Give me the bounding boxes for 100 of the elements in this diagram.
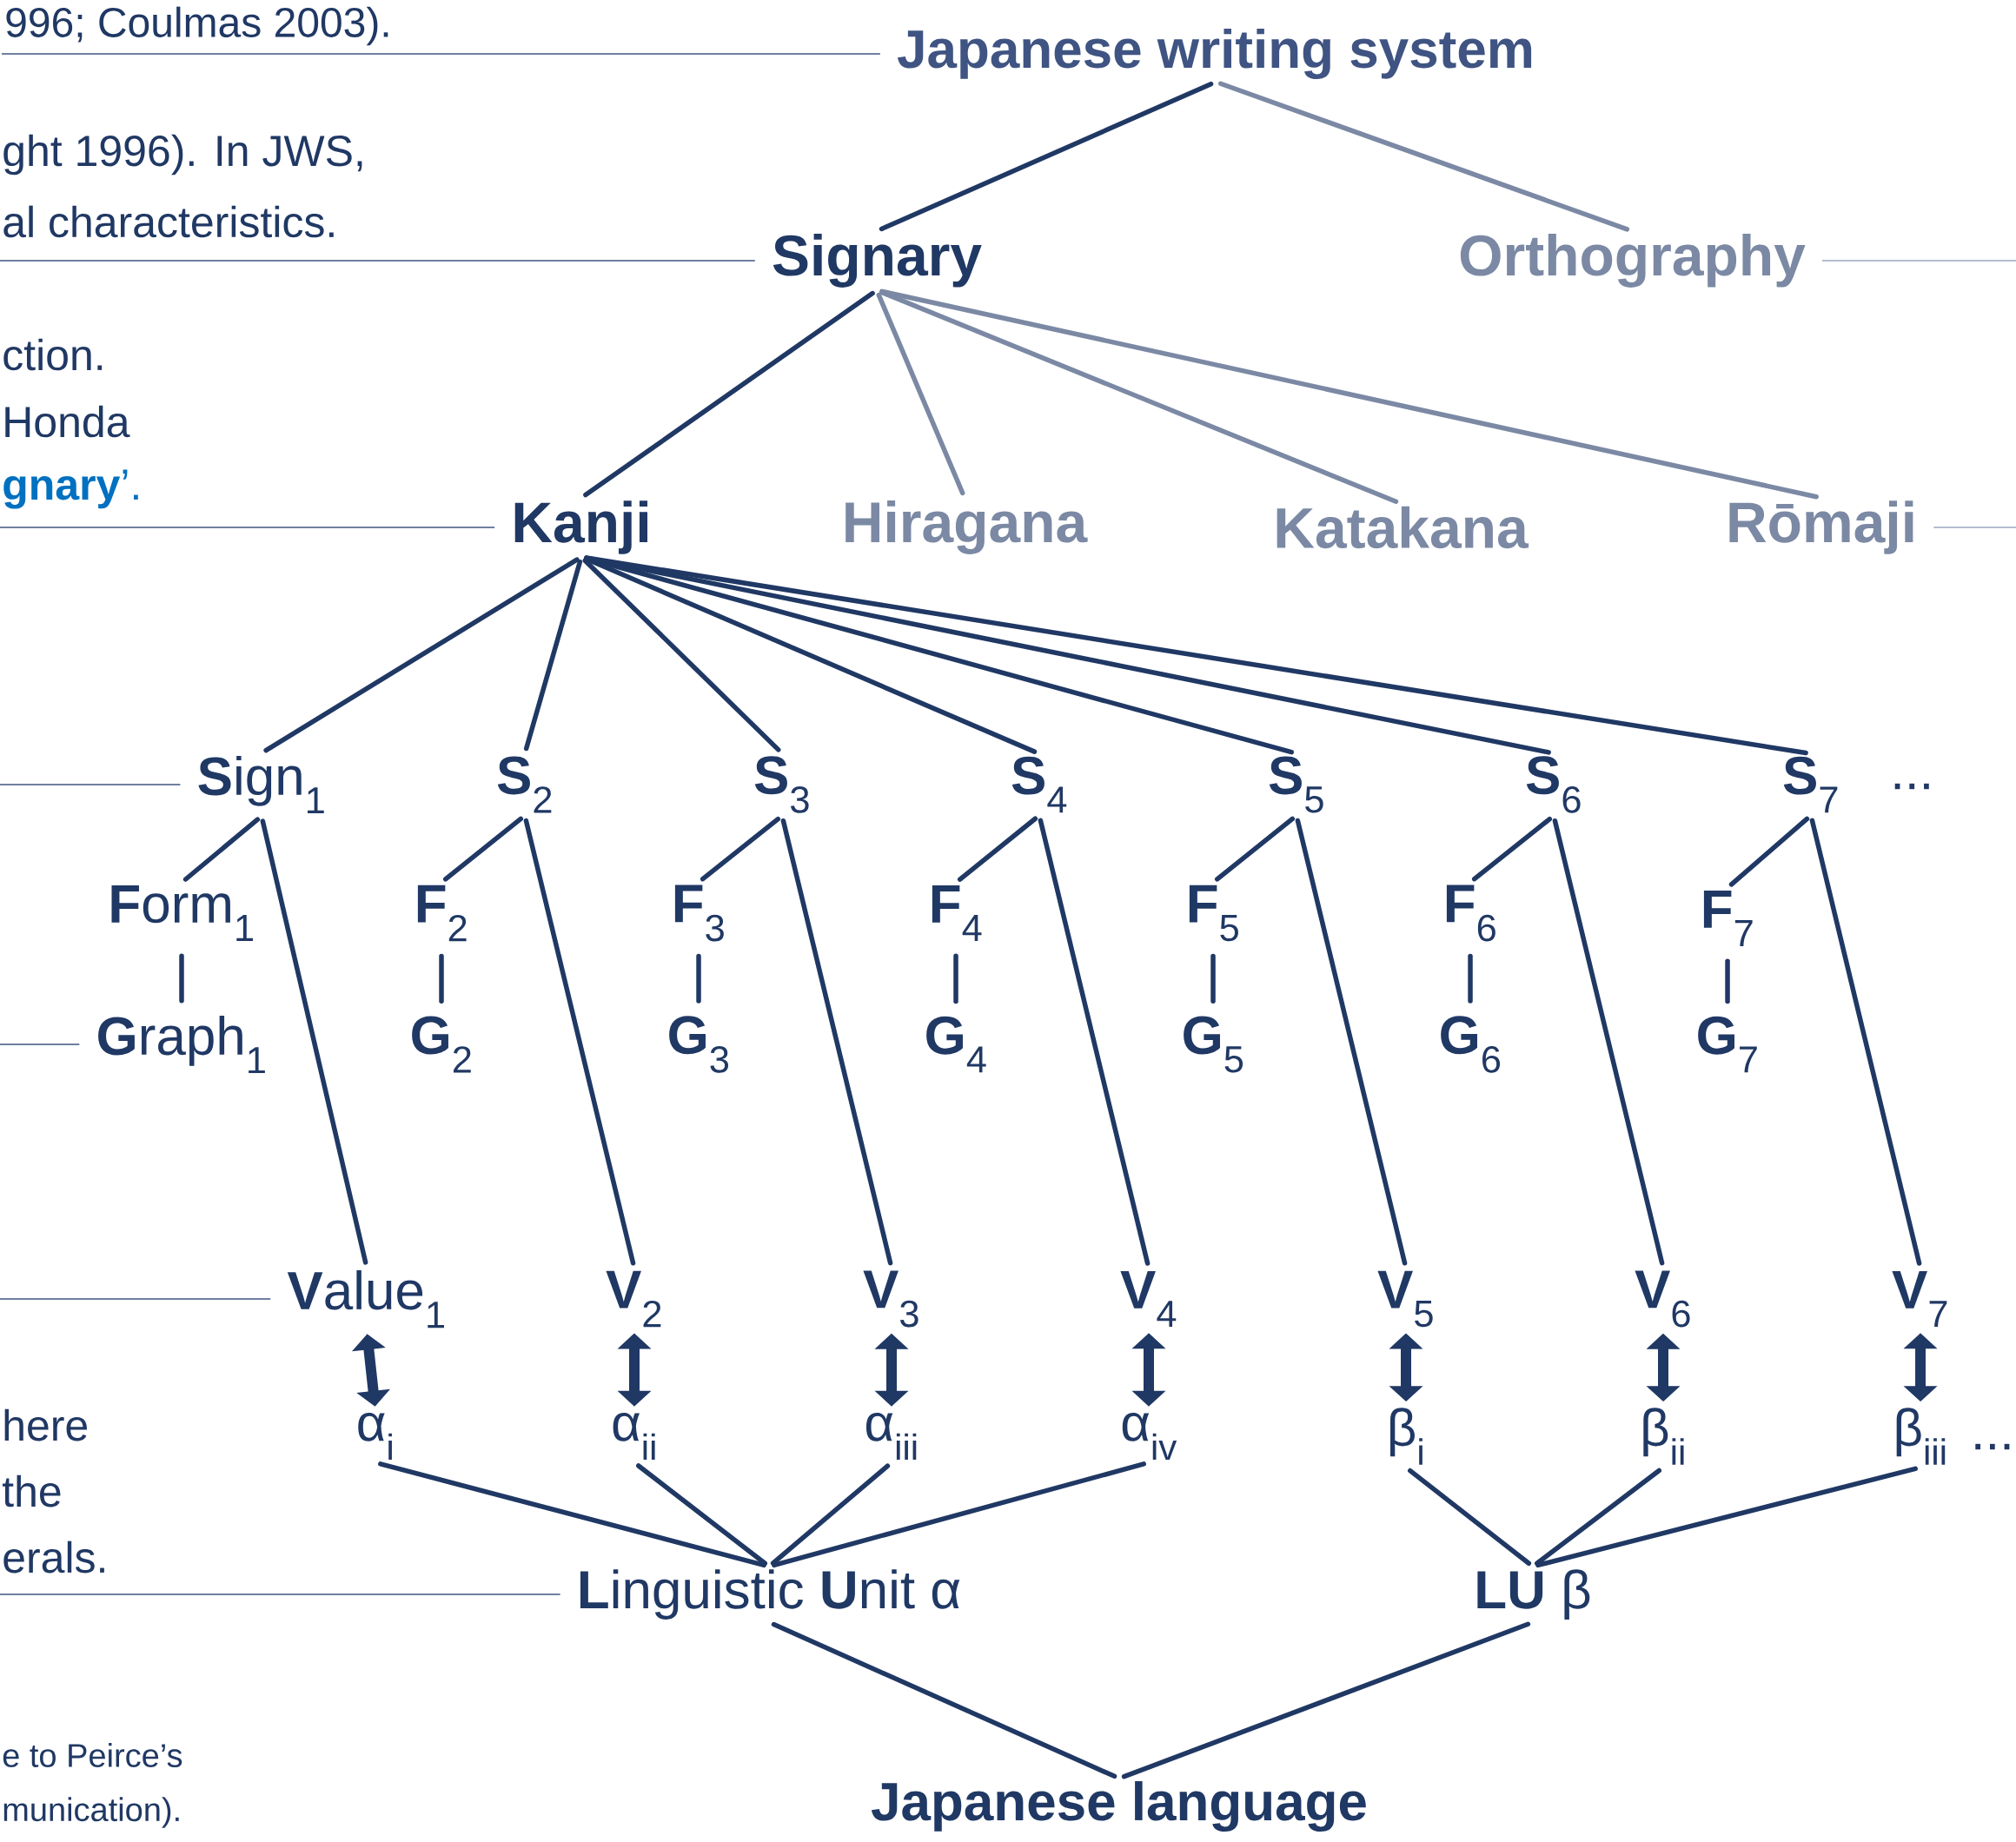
tree-line [780, 818, 893, 1266]
leader-line [0, 260, 756, 262]
tree-label: G$_{6}$ [1441, 1016, 1501, 1073]
leader-line [0, 1044, 81, 1045]
text-fragment: al characteristics. [3, 205, 334, 238]
tree-line [1408, 1468, 1532, 1566]
tree-line [523, 560, 583, 752]
tree-line [953, 953, 958, 1004]
tree-label: G$_{3}$ [669, 1016, 729, 1073]
tree-line [1214, 816, 1296, 882]
tree-label: G$_{7}$ [1698, 1016, 1757, 1073]
tree-line [583, 290, 875, 498]
leader-line [0, 1298, 271, 1300]
tree-line [1535, 1466, 1918, 1568]
text-fragment: here [4, 1408, 88, 1441]
tree-line [1809, 818, 1922, 1266]
tree-label: F$_{2}$ [417, 885, 467, 942]
leader-line [0, 784, 182, 785]
tree-line [772, 1461, 1146, 1568]
tree-line [957, 816, 1038, 882]
text-fragment: gnary’. [3, 469, 138, 509]
text-fragment: ction. [3, 338, 103, 371]
leader-line [1, 53, 881, 55]
tree-label: α$_{iii}$ [865, 1412, 917, 1461]
tree-line [1725, 958, 1730, 1004]
tree-label: G$_{2}$ [412, 1016, 471, 1073]
ellipsis: ... [1894, 783, 1929, 790]
tree-label: V$_{6}$ [1635, 1270, 1690, 1328]
tree-label: G$_{5}$ [1184, 1016, 1243, 1073]
tree-label: S$_{3}$ [754, 756, 809, 813]
tree-label: β$_{iii}$ [1896, 1408, 1946, 1465]
tree-line [378, 1461, 766, 1568]
tree-line [771, 1621, 1117, 1779]
tree-line [1535, 1468, 1661, 1567]
text-fragment: erals. [3, 1541, 104, 1574]
tree-label: S$_{5}$ [1269, 756, 1323, 813]
tree-label: α$_{ii}$ [613, 1412, 655, 1461]
tree-line [879, 81, 1214, 232]
tree-label: Graph$_{1}$ [98, 1015, 265, 1074]
tree-label: Japanese writing system [897, 29, 1532, 80]
tree-label: V$_{2}$ [606, 1270, 661, 1328]
tree-line [584, 555, 1808, 756]
tree-label: LU β [1477, 1569, 1590, 1620]
text-fragment: the [2, 1474, 61, 1507]
tree-label: α$_{iv}$ [1122, 1412, 1177, 1461]
tree-line [523, 818, 636, 1266]
tree-label: F$_{6}$ [1446, 885, 1495, 942]
tree-line [700, 816, 781, 882]
tree-line [439, 953, 444, 1004]
tree-line [582, 558, 781, 752]
leader-line [1821, 260, 2016, 262]
tree-label: Value$_{1}$ [287, 1269, 444, 1328]
leader-line [1933, 527, 2016, 528]
tree-line [876, 292, 965, 496]
tree-label: V$_{5}$ [1377, 1270, 1433, 1328]
tree-line [770, 1463, 891, 1566]
text-fragment: ght 1996). In JWS, [3, 134, 362, 176]
tree-label: Orthography [1460, 234, 1806, 288]
tree-label: V$_{4}$ [1120, 1271, 1177, 1327]
tree-label: S$_{2}$ [497, 756, 552, 813]
tree-line [442, 816, 524, 882]
tree-line [1210, 953, 1216, 1004]
tree-line [1552, 818, 1665, 1266]
tree-label: S$_{6}$ [1526, 756, 1581, 813]
tree-label: V$_{3}$ [863, 1270, 918, 1328]
text-fragment: e to Peirce’s [3, 1743, 182, 1767]
tree-label: S$_{4}$ [1011, 756, 1067, 813]
tree-label: α$_{i}$ [358, 1412, 392, 1461]
tree-label: Linguistic Unit α [580, 1569, 960, 1620]
tree-label: Hiragana [846, 500, 1088, 554]
tree-label: Rōmaji [1729, 500, 1913, 554]
tree-line [1217, 81, 1630, 232]
tree-label: Kanji [514, 500, 647, 554]
tree-label: S$_{7}$ [1783, 756, 1838, 813]
tree-label: β$_{i}$ [1390, 1408, 1422, 1465]
ellipsis: ... [1975, 1443, 2010, 1450]
text-fragment: 996; Coulmas 2003). [6, 6, 388, 46]
tree-label: Japanese language [871, 1781, 1366, 1832]
tree-label: F$_{7}$ [1703, 891, 1753, 946]
tree-line [1038, 818, 1151, 1266]
leader-line [0, 1594, 561, 1595]
tree-line [636, 1463, 767, 1566]
tree-line [1471, 816, 1553, 882]
tree-line [1728, 816, 1810, 887]
tree-label: V$_{7}$ [1892, 1271, 1947, 1327]
tree-line [879, 288, 1819, 500]
tree-label: F$_{5}$ [1189, 885, 1238, 942]
tree-line [1121, 1621, 1531, 1779]
tree-label: G$_{4}$ [926, 1016, 986, 1073]
tree-line [263, 557, 580, 753]
tree-line [179, 953, 184, 1004]
tree-label: Signary [773, 234, 982, 288]
text-fragment: munication). [3, 1797, 179, 1828]
tree-label: β$_{ii}$ [1643, 1408, 1684, 1465]
tree-line [696, 953, 701, 1004]
tree-label: Katakana [1277, 506, 1529, 549]
tree-label: F$_{3}$ [674, 885, 724, 942]
tree-label: Form$_{1}$ [111, 885, 254, 941]
tree-line [260, 818, 368, 1265]
text-fragment: Honda [5, 405, 130, 438]
